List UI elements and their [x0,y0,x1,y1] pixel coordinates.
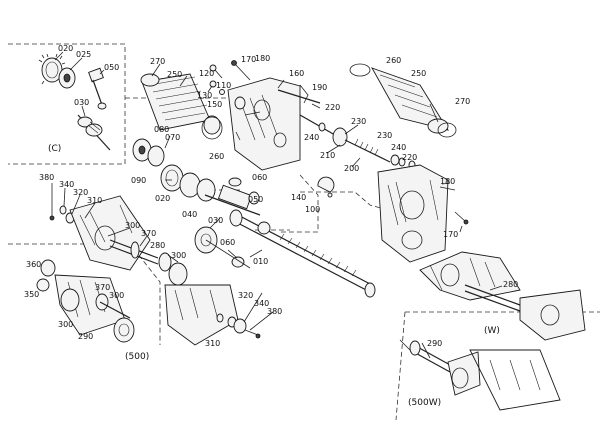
callout: 100 [305,205,320,214]
callout: 010 [253,257,268,266]
callout: 310 [205,339,220,348]
callout: 180 [440,177,455,186]
callout: 210 [320,151,335,160]
top-right-parts [349,63,457,138]
callout: 025 [76,50,91,59]
callout: 300 [171,251,186,260]
callout: 230 [351,117,366,126]
callout: 110 [216,81,231,90]
callout: 250 [167,70,182,79]
callout: 050 [248,195,263,204]
callout: 260 [209,152,224,161]
section-500-parts [36,259,135,343]
callout: 030 [74,98,89,107]
top-middle-parts [140,60,321,171]
callout: 320 [238,291,253,300]
callout: 020 [155,194,170,203]
callout: 240 [391,143,406,152]
callout: 300 [109,291,124,300]
callout: 130 [197,91,212,100]
callout: 350 [24,290,39,299]
callout: 380 [267,307,282,316]
section-label-c: (C) [48,144,61,154]
callout: 370 [141,229,156,238]
callouts: 020 025 050 030 270 250 170 180 120 130 … [24,44,518,348]
callout: 040 [182,210,197,219]
callout: 320 [73,188,88,197]
callout: 270 [455,97,470,106]
callout: 380 [39,173,54,182]
callout: 280 [150,241,165,250]
callout: 070 [165,133,180,142]
section-label-500: (500) [125,352,149,362]
callout: 020 [58,44,73,53]
bottom-centre-parts [164,284,261,346]
callout: 280 [503,280,518,289]
callout: 170 [241,55,256,64]
callout: 140 [291,193,306,202]
callout: 230 [377,131,392,140]
callout: 160 [289,69,304,78]
callout: 200 [344,164,359,173]
callout: 090 [131,176,146,185]
callout: 120 [199,69,214,78]
callout: 220 [402,153,417,162]
callout: 060 [252,173,267,182]
callout: 060 [220,238,235,247]
callout: 290 [78,332,93,341]
callout: 370 [95,283,110,292]
callout: 310 [87,196,102,205]
callout: 270 [150,57,165,66]
callout: 170 [443,230,458,239]
pinion-rack-010 [194,209,376,298]
callout: 360 [26,260,41,269]
section-label-w: (W) [484,326,500,336]
callout: 180 [255,54,270,63]
callout: 300 [125,221,140,230]
tie-rod-parts [299,114,416,170]
callout: 300 [58,320,73,329]
left-middle-parts [49,195,188,286]
callout: 250 [411,69,426,78]
callout: 150 [207,100,222,109]
right-housing [377,164,469,263]
callout: 240 [304,133,319,142]
callout: 340 [254,299,269,308]
callout: 030 [208,216,223,225]
callout: 190 [312,83,327,92]
callout: 260 [386,56,401,65]
section-w-parts [419,251,586,341]
section-500w-parts [399,339,561,411]
leader-lines [51,51,503,359]
section-label-500w: (500W) [408,398,441,408]
callout: 050 [104,63,119,72]
callout: 290 [427,339,442,348]
centre-parts [132,138,335,216]
callout: 340 [59,180,74,189]
callout: 080 [154,125,169,134]
section-c-parts [38,53,111,151]
callout: 220 [325,103,340,112]
